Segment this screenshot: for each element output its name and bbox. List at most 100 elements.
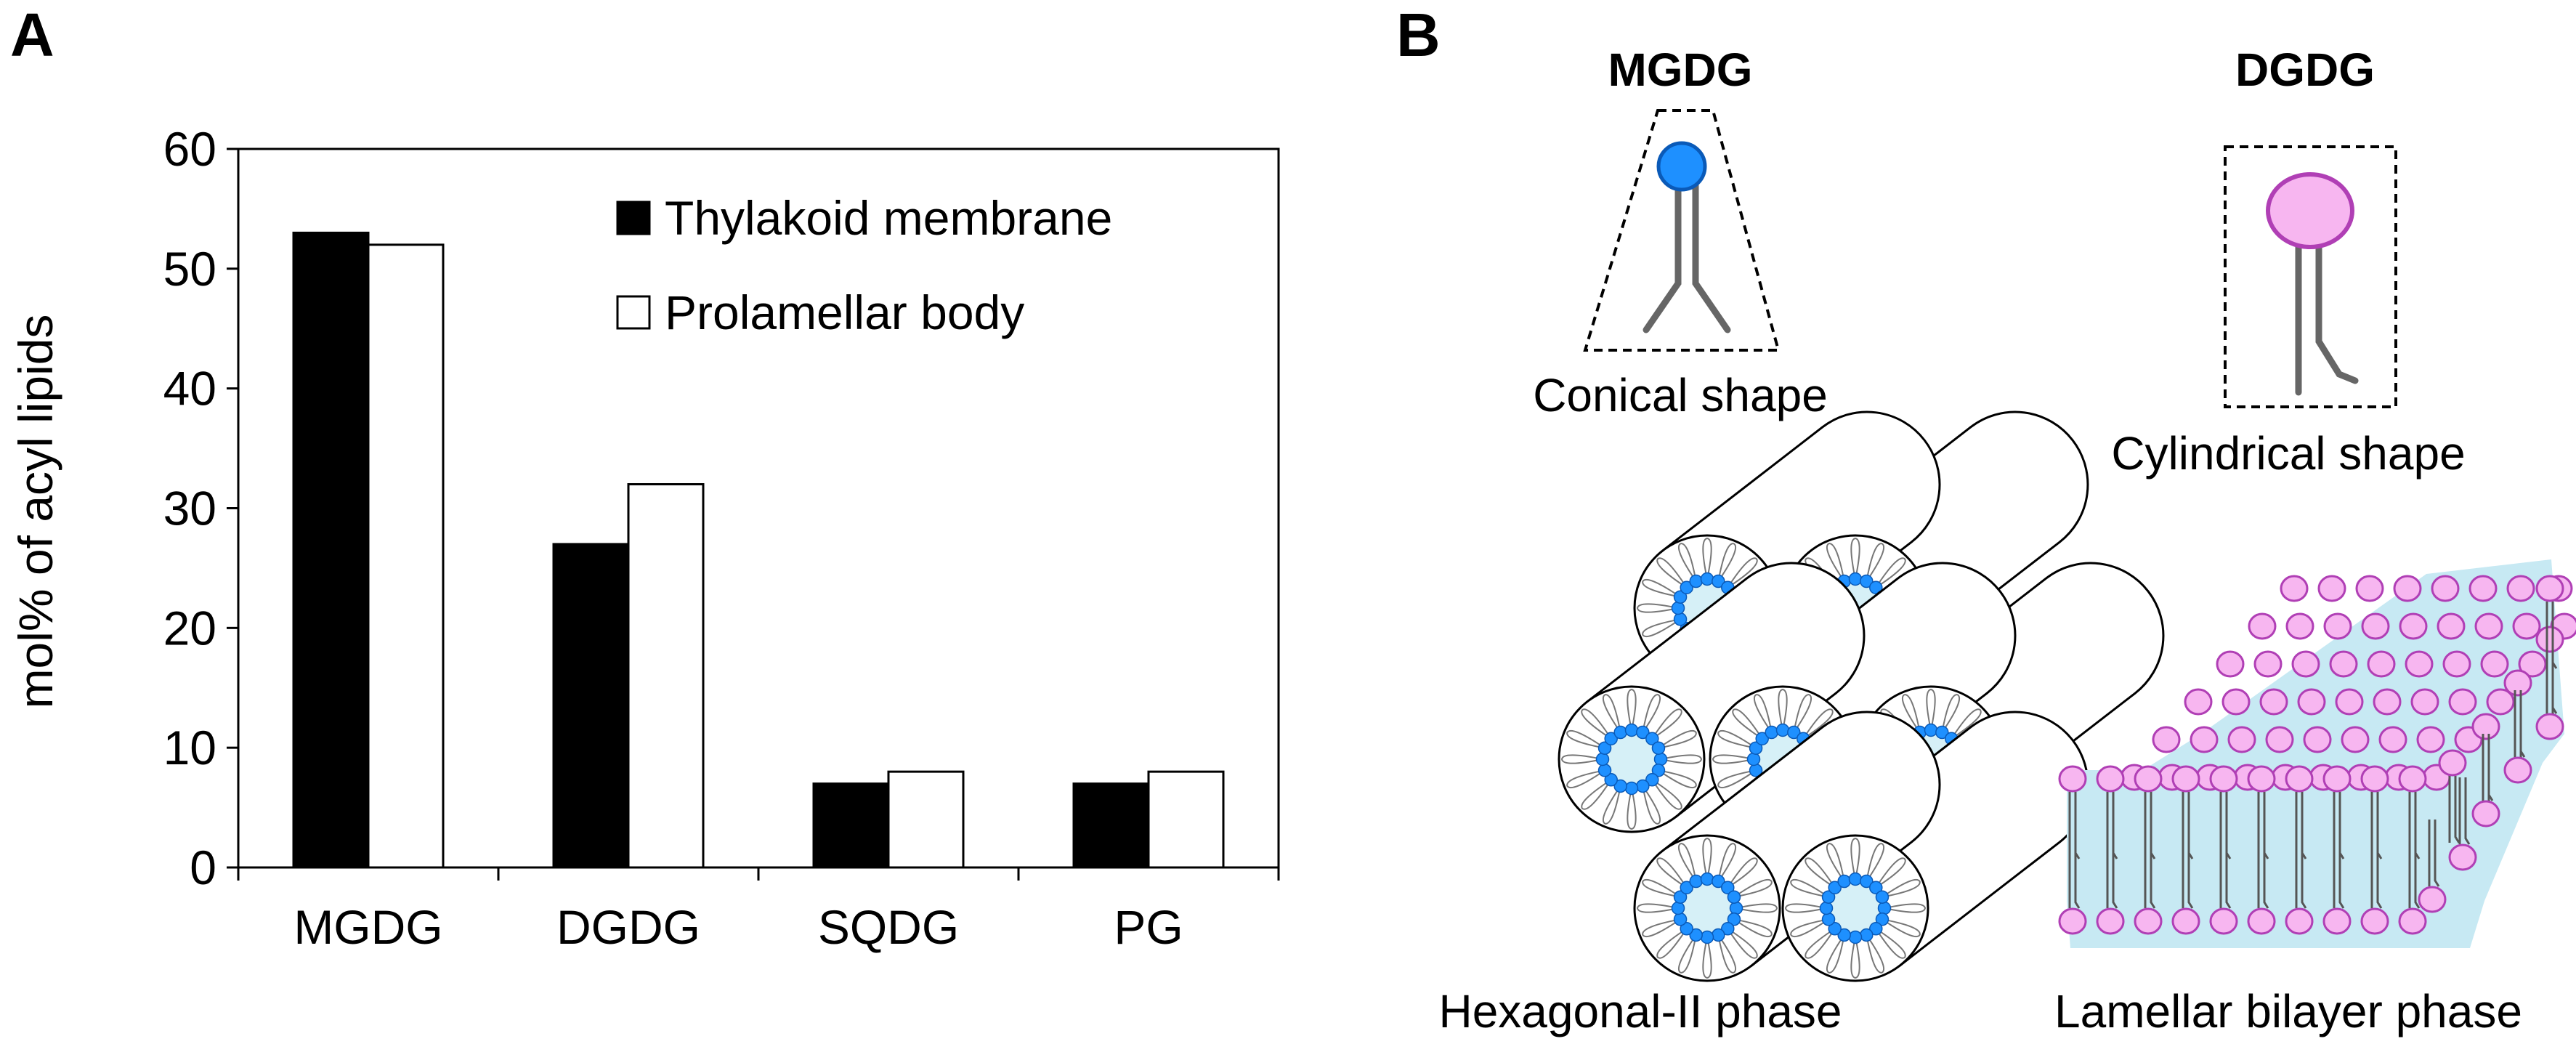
lipid-head [2480, 650, 2509, 678]
dgdg-cylindrical-lipid [2224, 145, 2397, 408]
bar-mgdg-prolamellar [367, 243, 445, 869]
legend-label-thylakoid: Thylakoid membrane [665, 191, 1112, 245]
lipid-head [2535, 626, 2564, 653]
lipid-head [2259, 688, 2288, 716]
hexagonal-face [1633, 834, 1781, 982]
lipid-head [2360, 765, 2389, 793]
lipid-head [2474, 612, 2503, 640]
panel-label-b: B [1396, 1, 1441, 69]
y-tick-label: 40 [163, 362, 216, 416]
x-tick-label: MGDG [293, 900, 442, 954]
lipid-head [2297, 688, 2326, 716]
lipid-head [2471, 800, 2500, 828]
lipid-head [2248, 612, 2277, 640]
legend-swatch-prolamellar [616, 295, 651, 330]
lipid-shape-diagram: MGDG DGDG Conical shape Cylindrical shap… [1438, 44, 2576, 1037]
lipid-head [2291, 650, 2320, 678]
y-tick-label: 60 [163, 122, 216, 176]
lipid-head [2378, 726, 2407, 753]
lipid-head [2506, 575, 2535, 602]
lipid-head [2471, 713, 2500, 740]
y-tick-label: 20 [163, 601, 216, 655]
x-tick-label: PG [1114, 900, 1183, 954]
y-tick-label: 0 [190, 841, 216, 894]
lipid-head [2438, 749, 2467, 777]
lipid-head [2416, 726, 2445, 753]
lipid-head [2341, 726, 2370, 753]
y-tick-label: 50 [163, 242, 216, 296]
lipid-head [2367, 650, 2396, 678]
bar-dgdg-prolamellar [627, 483, 705, 869]
hexagonal-phase-label: Hexagonal-II phase [1438, 985, 1842, 1037]
bar-mgdg-thylakoid [292, 231, 370, 869]
lipid-head [2535, 575, 2564, 602]
lipid-head [2265, 726, 2294, 753]
x-tick-label: SQDG [818, 900, 959, 954]
lipid-head [2398, 907, 2427, 935]
mgdg-head [1656, 141, 1707, 192]
y-axis-label: mol% of acyl lipids [9, 315, 62, 709]
lipid-head [2058, 907, 2087, 935]
bar-pg-thylakoid [1072, 782, 1150, 869]
lipid-head [2335, 688, 2364, 716]
dgdg-head [2266, 172, 2354, 249]
legend: Thylakoid membrane Prolamellar body [616, 191, 1112, 339]
bars-group [292, 231, 1225, 869]
lipid-head [2535, 713, 2564, 740]
x-tick-label: DGDG [556, 900, 700, 954]
hexagonal-ii-illustration [1558, 410, 2165, 982]
lipid-head [2227, 726, 2256, 753]
lipid-head [2442, 650, 2471, 678]
lipid-head [2322, 765, 2352, 793]
lipid-head [2468, 575, 2498, 602]
lipid-head [2058, 765, 2087, 793]
hexagonal-face [1781, 834, 1929, 982]
lipid-head [2431, 575, 2460, 602]
lipid-head [2152, 726, 2181, 753]
bar-pg-prolamellar [1147, 770, 1225, 869]
lipid-head [2405, 650, 2434, 678]
lipid-head [2303, 726, 2332, 753]
legend-label-prolamellar: Prolamellar body [665, 286, 1024, 339]
lipid-head [2134, 765, 2163, 793]
lipid-head [2398, 765, 2427, 793]
bar-dgdg-thylakoid [552, 543, 630, 869]
lipid-head [2096, 907, 2125, 935]
lipid-head [2360, 907, 2389, 935]
panel-label-a: A [10, 1, 54, 69]
y-tick-label: 30 [163, 482, 216, 535]
lipid-head [2448, 688, 2477, 716]
lipid-head [2448, 843, 2477, 871]
lipid-head [2247, 907, 2276, 935]
lipid-head [2285, 907, 2314, 935]
lipid-head [2134, 907, 2163, 935]
y-tick-label: 10 [163, 721, 216, 774]
lipid-head [2393, 575, 2422, 602]
lipid-head [2184, 688, 2213, 716]
lipid-head [2361, 612, 2390, 640]
lipid-head [2418, 886, 2447, 913]
lipid-head [2285, 612, 2314, 640]
lipid-head [2096, 765, 2125, 793]
bar-sqdg-thylakoid [812, 782, 890, 869]
lipid-head [2323, 612, 2352, 640]
lipid-head [2486, 688, 2515, 716]
lipid-head [2171, 765, 2200, 793]
lipid-head [2190, 726, 2219, 753]
lipid-head [2512, 612, 2541, 640]
lipid-head [2280, 575, 2309, 602]
lipid-head [2503, 756, 2532, 784]
lipid-head [2285, 765, 2314, 793]
lipid-head [2329, 650, 2358, 678]
conical-shape-label: Conical shape [1533, 369, 1828, 421]
mgdg-title: MGDG [1608, 44, 1752, 96]
lipid-head [2373, 688, 2402, 716]
lamellar-bilayer-illustration [2058, 559, 2576, 948]
lamellar-phase-label: Lamellar bilayer phase [2054, 985, 2522, 1037]
bar-sqdg-prolamellar [887, 770, 965, 869]
lipid-head [2503, 669, 2532, 697]
lipid-head [2410, 688, 2439, 716]
lipid-head [2209, 765, 2238, 793]
